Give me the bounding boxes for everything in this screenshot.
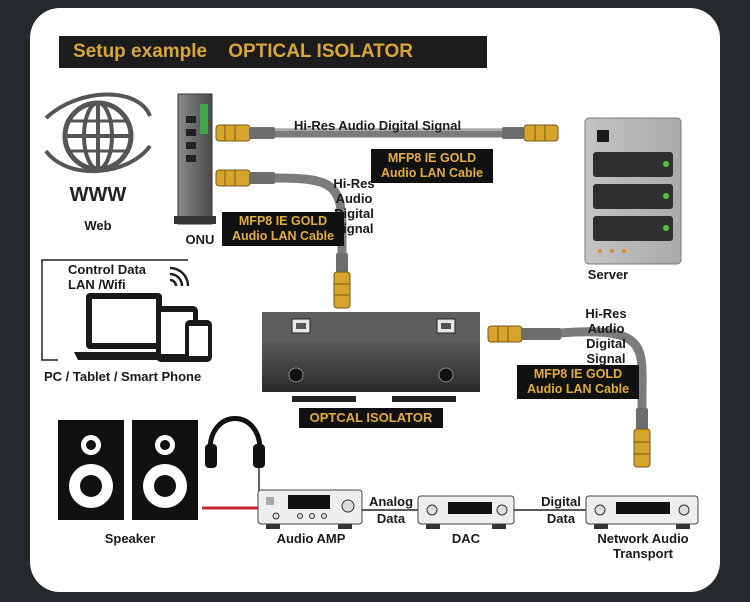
digital-data-label: Digital Data: [536, 494, 586, 526]
setup-diagram: Setup example OPTICAL ISOLATOR WWW Web O…: [30, 8, 720, 592]
connector-top-right: [502, 124, 559, 142]
speaker-label: Speaker: [104, 531, 156, 546]
dac-device: [417, 495, 515, 529]
analog-data-line1: Analog: [368, 494, 414, 509]
onu-device: [174, 93, 216, 225]
signal-label-mid: Hi-Res Audio Digital Signal: [326, 176, 382, 236]
signal-label-top: Hi-Res Audio Digital Signal: [294, 118, 462, 133]
signal-mid-line-3: Digital: [334, 206, 374, 221]
signal-label-right: Hi-Res Audio Digital Signal: [578, 306, 634, 366]
headphones-icon: [205, 416, 265, 498]
cable-tag-left-line2: Audio LAN Cable: [231, 229, 335, 243]
control-data-line2: LAN /Wifi: [68, 277, 126, 292]
connector-top-left: [215, 124, 275, 142]
top-lan-cable: [275, 128, 502, 138]
optical-isolator-device: [262, 312, 480, 402]
network-audio-transport-device: [585, 495, 699, 529]
dac-label: DAC: [451, 531, 481, 546]
diagram-graphics: [41, 92, 699, 529]
signal-right-line-3: Digital: [586, 336, 626, 351]
audio-amp-label: Audio AMP: [276, 531, 346, 546]
cable-tag-right-line2: Audio LAN Cable: [526, 382, 630, 396]
phone-icon: [185, 320, 212, 362]
onu-label: ONU: [185, 232, 215, 247]
cable-tag-top: MFP8 IE GOLD Audio LAN Cable: [371, 149, 493, 183]
www-label: WWW: [69, 184, 127, 206]
cable-tag-top-line1: MFP8 IE GOLD: [387, 151, 477, 165]
right-lan-cable: [559, 327, 647, 413]
connector-mid-vertical: [333, 253, 351, 309]
signal-right-line-4: Signal: [586, 351, 626, 366]
speaker-right-icon: [132, 420, 198, 520]
signal-mid-line-1: Hi-Res: [333, 176, 375, 191]
cable-tag-top-line2: Audio LAN Cable: [380, 166, 484, 180]
cable-tag-right-line1: MFP8 IE GOLD: [533, 367, 623, 381]
connector-right-vertical: [633, 408, 651, 468]
laptop-icon: [74, 293, 174, 360]
signal-mid-line-2: Audio: [335, 191, 373, 206]
isolator-label: OPTCAL ISOLATOR: [299, 408, 443, 428]
globe-icon: [44, 92, 152, 173]
control-data-label: Control Data LAN /Wifi: [68, 262, 178, 292]
web-label: Web: [84, 218, 112, 233]
transport-line1: Network Audio: [597, 531, 689, 546]
control-data-line: [41, 259, 188, 361]
signal-mid-line-4: Signal: [334, 221, 374, 236]
connector-right-horizontal: [487, 325, 561, 343]
server-device: [584, 117, 682, 265]
wifi-icon: [169, 266, 190, 287]
digital-data-line2: Data: [546, 511, 576, 526]
control-data-line1: Control Data: [68, 262, 146, 277]
cable-tag-left-line1: MFP8 IE GOLD: [238, 214, 328, 228]
analog-data-line2: Data: [376, 511, 406, 526]
server-label: Server: [587, 267, 629, 282]
diagram-title: Setup example OPTICAL ISOLATOR: [59, 36, 487, 68]
speaker-left-icon: [58, 420, 124, 520]
analog-data-label: Analog Data: [366, 494, 416, 526]
cable-tag-left: MFP8 IE GOLD Audio LAN Cable: [222, 212, 344, 246]
connector-mid-left: [215, 169, 275, 187]
transport-label: Network Audio Transport: [586, 531, 700, 561]
audio-amp-device: [257, 489, 363, 529]
cable-tag-right: MFP8 IE GOLD Audio LAN Cable: [517, 365, 639, 399]
signal-right-line-2: Audio: [587, 321, 625, 336]
signal-right-line-1: Hi-Res: [585, 306, 627, 321]
transport-line2: Transport: [613, 546, 673, 561]
digital-data-line1: Digital: [541, 494, 581, 509]
pc-tablet-phone-label: PC / Tablet / Smart Phone: [44, 369, 202, 384]
